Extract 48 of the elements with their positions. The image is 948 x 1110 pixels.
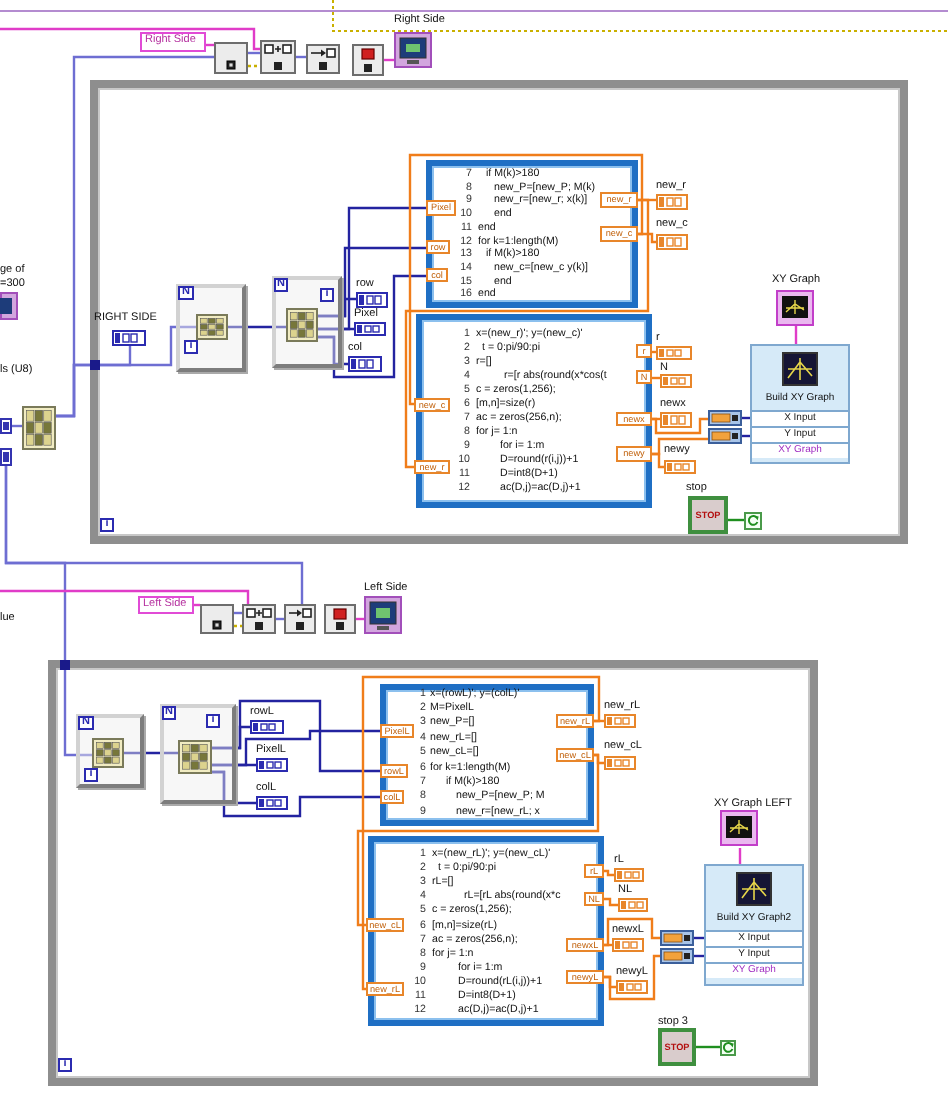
wire <box>652 437 708 456</box>
wire <box>0 589 250 604</box>
loop-condition-icon <box>720 1040 736 1056</box>
wire <box>604 897 618 907</box>
while-loop <box>48 660 818 1086</box>
wire <box>604 917 660 947</box>
wire <box>212 729 380 767</box>
wire <box>404 198 650 469</box>
wire <box>212 699 380 773</box>
loop-condition-icon <box>744 512 762 530</box>
array-terminal-icon <box>0 418 12 434</box>
for-loop <box>76 714 144 788</box>
express-block <box>704 864 804 986</box>
script-node <box>426 160 638 308</box>
function-block <box>200 604 234 634</box>
conversion-icon <box>660 930 694 946</box>
script-node <box>416 314 652 508</box>
wire <box>56 325 196 418</box>
wire <box>4 466 92 757</box>
wire <box>604 954 660 1001</box>
conversion-icon <box>708 410 742 426</box>
wire <box>356 753 600 927</box>
wire <box>318 246 426 318</box>
wire <box>318 206 426 331</box>
function-block <box>214 42 248 74</box>
wire <box>652 452 664 469</box>
while-loop <box>90 80 908 544</box>
express-block <box>750 344 850 464</box>
wire <box>0 27 260 51</box>
script-node <box>380 684 594 826</box>
wire <box>408 153 644 406</box>
wire <box>248 64 260 68</box>
for-loop <box>160 704 236 804</box>
wire <box>318 274 426 379</box>
wire <box>696 1045 720 1049</box>
wire <box>124 751 178 755</box>
conversion-icon <box>708 428 742 444</box>
wire <box>361 675 601 991</box>
script-node <box>368 836 604 1026</box>
wire <box>228 325 286 329</box>
wire <box>234 624 242 628</box>
wire <box>212 770 380 818</box>
for-loop <box>272 276 342 368</box>
conversion-icon <box>660 948 694 964</box>
for-loop <box>176 284 246 372</box>
array-terminal-icon <box>0 448 12 466</box>
wire <box>638 232 656 244</box>
wire <box>652 417 708 435</box>
